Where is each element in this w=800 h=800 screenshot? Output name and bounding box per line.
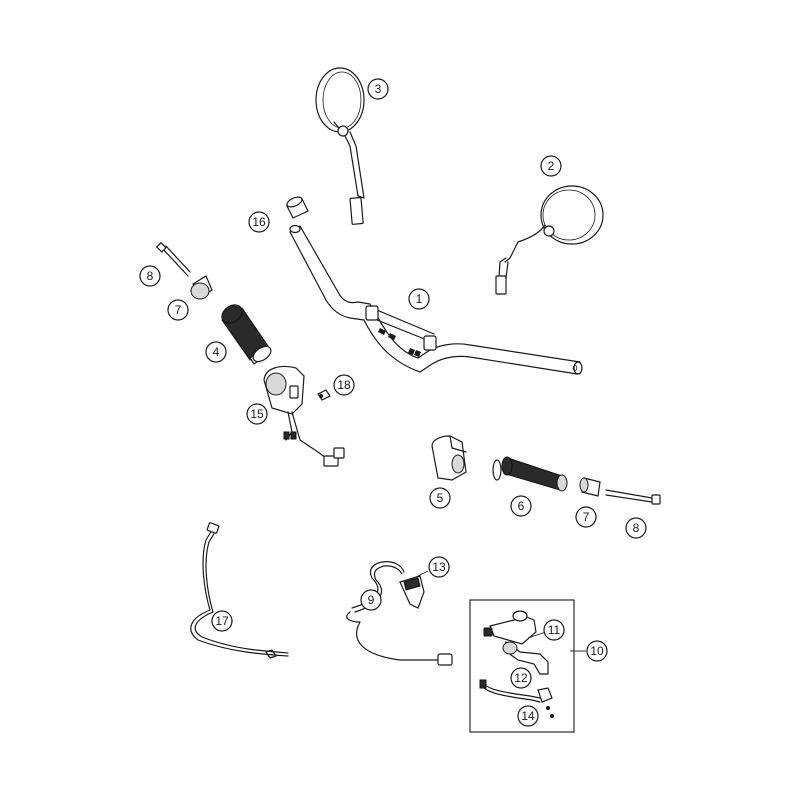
bar-end-weight-left xyxy=(190,275,213,300)
svg-text:18: 18 xyxy=(337,378,351,392)
svg-text:8: 8 xyxy=(147,269,154,283)
callout-11: 11 xyxy=(543,619,565,641)
svg-text:3: 3 xyxy=(375,82,382,96)
svg-text:15: 15 xyxy=(250,407,264,421)
svg-text:17: 17 xyxy=(215,614,229,628)
cable xyxy=(190,522,289,659)
svg-text:5: 5 xyxy=(437,491,444,505)
svg-text:4: 4 xyxy=(213,345,220,359)
svg-text:13: 13 xyxy=(432,560,446,574)
svg-text:16: 16 xyxy=(252,215,266,229)
callout-14: 14 xyxy=(517,705,539,727)
callout-7-right: 7 xyxy=(575,506,597,528)
lever-assembly-box xyxy=(469,599,575,733)
callout-2: 2 xyxy=(540,155,562,177)
mirror-right xyxy=(495,185,604,295)
callout-10: 10 xyxy=(586,640,608,662)
svg-text:1: 1 xyxy=(416,292,423,306)
callout-4: 4 xyxy=(205,341,227,363)
callout-8-right: 8 xyxy=(625,517,647,539)
svg-text:7: 7 xyxy=(583,510,590,524)
bar-end-bolt-right xyxy=(605,489,661,505)
callout-8-left: 8 xyxy=(139,265,161,287)
callout-9: 9 xyxy=(360,589,382,611)
callout-6: 6 xyxy=(510,495,532,517)
svg-text:10: 10 xyxy=(590,644,604,658)
svg-text:9: 9 xyxy=(368,593,375,607)
throttle-ring xyxy=(492,459,502,481)
svg-text:12: 12 xyxy=(514,671,528,685)
bar-end-weight-right xyxy=(579,477,601,497)
handlebar xyxy=(289,224,583,375)
grip-right xyxy=(501,456,568,492)
switch-left xyxy=(263,365,345,467)
callout-3: 3 xyxy=(367,78,389,100)
callout-13: 13 xyxy=(428,556,450,578)
svg-text:14: 14 xyxy=(521,709,535,723)
lever-assembly xyxy=(479,610,554,718)
mirror-left xyxy=(315,67,365,225)
svg-text:7: 7 xyxy=(175,303,182,317)
callout-16: 16 xyxy=(248,211,270,233)
svg-text:2: 2 xyxy=(548,159,555,173)
callout-7-left: 7 xyxy=(167,299,189,321)
grip-left xyxy=(221,304,272,365)
switch-right xyxy=(431,435,467,481)
callout-1: 1 xyxy=(408,288,430,310)
leader-lines xyxy=(403,570,586,652)
svg-text:6: 6 xyxy=(518,499,525,513)
callout-18: 18 xyxy=(333,374,355,396)
callout-17: 17 xyxy=(211,610,233,632)
callout-15: 15 xyxy=(246,403,268,425)
clip xyxy=(317,389,331,401)
hose-boot xyxy=(399,575,425,609)
bar-end-bolt-left xyxy=(155,241,191,277)
sleeve xyxy=(286,196,309,219)
svg-text:11: 11 xyxy=(548,623,561,637)
callout-12: 12 xyxy=(510,667,532,689)
svg-text:8: 8 xyxy=(633,521,640,535)
callout-5: 5 xyxy=(429,487,451,509)
